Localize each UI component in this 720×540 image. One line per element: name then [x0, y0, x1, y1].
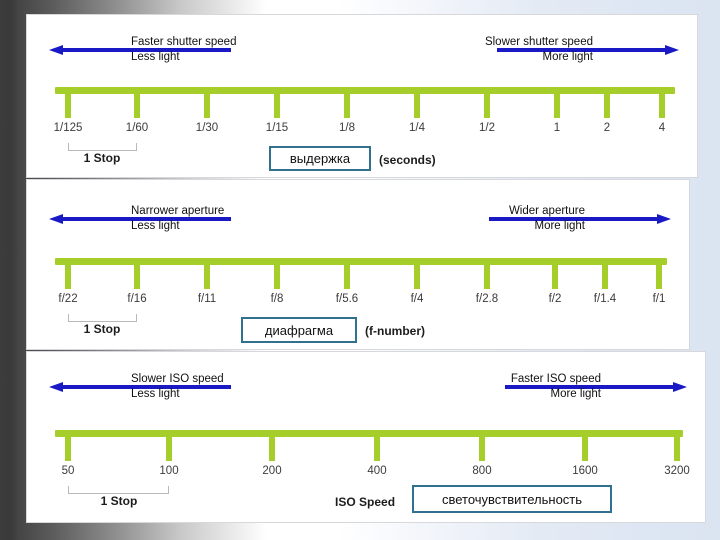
left-arrow-icon [49, 45, 231, 55]
tick-label: 2 [603, 122, 611, 134]
tick-mark [484, 93, 490, 118]
tick-mark [344, 264, 350, 289]
iso-axis-line [55, 430, 683, 437]
tick-mark [274, 93, 280, 118]
tick-label: 400 [367, 465, 387, 477]
iso-arrow-row: Slower ISO speed Less light Faster ISO s… [27, 368, 705, 408]
tick-label: f/2.8 [475, 293, 499, 305]
tick-mark [134, 93, 140, 118]
russian-term-box-iso[interactable]: светочувствительность [412, 485, 612, 513]
tick-mark [602, 264, 608, 289]
panel-iso-speed: Slower ISO speed Less light Faster ISO s… [26, 351, 706, 523]
right-arrow-icon [505, 382, 687, 392]
shutter-axis-line [55, 87, 675, 94]
tick-label: 1/30 [195, 122, 219, 134]
left-dark-band [0, 0, 18, 540]
tick-label: f/1 [652, 293, 666, 305]
tick-mark [582, 436, 588, 461]
tick-label: 50 [61, 465, 75, 477]
tick-mark [656, 264, 662, 289]
tick-mark [65, 93, 71, 118]
tick-label: 1/8 [339, 122, 355, 134]
tick-label: 1/15 [265, 122, 289, 134]
unit-label-shutter: (seconds) [379, 153, 436, 167]
russian-term-box-shutter[interactable]: выдержка [269, 146, 371, 171]
tick-label: 100 [159, 465, 179, 477]
tick-mark [274, 264, 280, 289]
tick-mark [134, 264, 140, 289]
tick-label: 1/2 [479, 122, 495, 134]
aperture-axis-line [55, 258, 667, 265]
tick-mark [65, 264, 71, 289]
tick-mark [166, 436, 172, 461]
tick-mark [414, 264, 420, 289]
tick-mark [674, 436, 680, 461]
one-stop-label: 1 Stop [100, 494, 138, 508]
tick-label: f/22 [58, 293, 78, 305]
russian-term-box-aperture[interactable]: диафрагма [241, 317, 357, 343]
tick-mark [554, 93, 560, 118]
iso-left-label: Slower ISO speed Less light [131, 373, 224, 400]
tick-mark [484, 264, 490, 289]
tick-mark [604, 93, 610, 118]
shutter-left-label: Faster shutter speed Less light [131, 36, 237, 63]
tick-label: 200 [262, 465, 282, 477]
right-arrow-icon [489, 214, 671, 224]
aperture-left-label: Narrower aperture Less light [131, 205, 225, 232]
tick-mark [204, 93, 210, 118]
one-stop-label: 1 Stop [83, 322, 121, 336]
tick-mark [552, 264, 558, 289]
tick-label: 1 [553, 122, 561, 134]
tick-mark [65, 436, 71, 461]
tick-label: f/1.4 [593, 293, 617, 305]
tick-mark [204, 264, 210, 289]
tick-label: f/2 [548, 293, 562, 305]
tick-label: f/4 [410, 293, 424, 305]
panel-shutter-speed: Faster shutter speed Less light Slower s… [26, 14, 698, 178]
tick-label: 1/125 [53, 122, 83, 134]
tick-label: f/5.6 [335, 293, 359, 305]
aperture-right-label: Wider aperture More light [508, 205, 585, 232]
aperture-arrow-row: Narrower aperture Less light Wider apert… [27, 200, 689, 240]
panel-aperture: Narrower aperture Less light Wider apert… [26, 179, 690, 350]
shutter-right-label: Slower shutter speed More light [484, 36, 593, 63]
tick-mark [414, 93, 420, 118]
tick-mark [659, 93, 665, 118]
tick-label: 1/60 [125, 122, 149, 134]
right-arrow-icon [497, 45, 679, 55]
tick-label: 3200 [664, 465, 690, 477]
one-stop-bracket [68, 143, 137, 151]
tick-mark [344, 93, 350, 118]
unit-label-aperture: (f-number) [365, 324, 425, 338]
one-stop-bracket [68, 486, 169, 494]
tick-label: f/16 [127, 293, 147, 305]
iso-right-label: Faster ISO speed More light [510, 373, 601, 400]
tick-label: 800 [472, 465, 492, 477]
left-arrow-icon [49, 214, 231, 224]
russian-term-shutter: выдержка [289, 151, 351, 166]
unit-label-iso: ISO Speed [335, 495, 396, 509]
tick-mark [269, 436, 275, 461]
tick-mark [479, 436, 485, 461]
left-arrow-icon [49, 382, 231, 392]
russian-term-aperture: диафрагма [264, 322, 334, 338]
tick-label: 1600 [572, 465, 598, 477]
tick-mark [374, 436, 380, 461]
tick-label: 4 [658, 122, 666, 134]
shutter-arrow-row: Faster shutter speed Less light Slower s… [27, 31, 697, 71]
tick-label: f/8 [270, 293, 284, 305]
russian-term-iso: светочувствительность [441, 491, 583, 507]
tick-label: 1/4 [409, 122, 425, 134]
one-stop-label: 1 Stop [83, 151, 121, 165]
tick-label: f/11 [197, 293, 217, 305]
one-stop-bracket [68, 314, 137, 322]
